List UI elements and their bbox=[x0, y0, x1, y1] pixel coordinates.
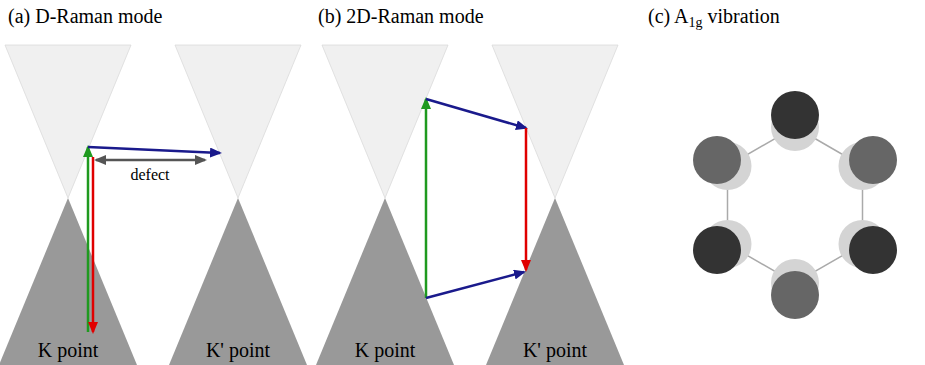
cone-fill bbox=[486, 198, 624, 365]
process-label: defect bbox=[128, 165, 171, 184]
subscript: 1g bbox=[689, 15, 703, 30]
displaced-atom bbox=[849, 136, 897, 184]
label-part: vibration bbox=[703, 5, 780, 27]
point-label: K' point bbox=[168, 339, 308, 362]
panel-title: (a) D-Raman mode bbox=[8, 4, 162, 28]
conduction-cone bbox=[322, 45, 448, 198]
point-label: K' point bbox=[485, 339, 625, 362]
point-label: K point bbox=[315, 339, 455, 362]
displaced-atom bbox=[771, 91, 819, 139]
phonon-scattering-arrow bbox=[426, 99, 526, 128]
panel-title: (b) 2D-Raman mode bbox=[318, 4, 484, 28]
phonon-scattering-arrow bbox=[426, 272, 524, 298]
excitation-arrow bbox=[87, 147, 90, 332]
displaced-atom bbox=[771, 271, 819, 319]
cone-fill bbox=[169, 198, 307, 365]
conduction-cone bbox=[492, 45, 618, 198]
excitation-arrow bbox=[425, 99, 428, 298]
valence-cone: K' point bbox=[168, 198, 308, 365]
cone-fill bbox=[0, 198, 137, 365]
cone-fill bbox=[316, 198, 454, 365]
valence-cone: K' point bbox=[485, 198, 625, 365]
emission-arrow bbox=[525, 128, 528, 270]
point-label: K point bbox=[0, 339, 138, 362]
conduction-cone bbox=[175, 45, 301, 198]
valence-cone: K point bbox=[315, 198, 455, 365]
label-part: (c) A bbox=[648, 5, 689, 27]
label-holder: (b) 2D-Raman mode bbox=[318, 4, 484, 28]
displaced-atom bbox=[693, 226, 741, 274]
valence-cone: K point bbox=[0, 198, 138, 365]
displaced-atom bbox=[849, 226, 897, 274]
label-holder: (a) D-Raman mode bbox=[8, 4, 162, 28]
conduction-cone bbox=[5, 45, 131, 198]
displaced-atom bbox=[693, 136, 741, 184]
phonon-scattering-arrow bbox=[88, 147, 220, 153]
panel-title: (c) A1g vibration bbox=[648, 4, 780, 28]
defect-scattering-arrow bbox=[96, 159, 205, 162]
emission-arrow bbox=[92, 157, 95, 332]
label-holder: defect bbox=[128, 165, 171, 184]
label-holder: (c) A1g vibration bbox=[648, 4, 780, 28]
a1g-vibration bbox=[693, 91, 897, 319]
